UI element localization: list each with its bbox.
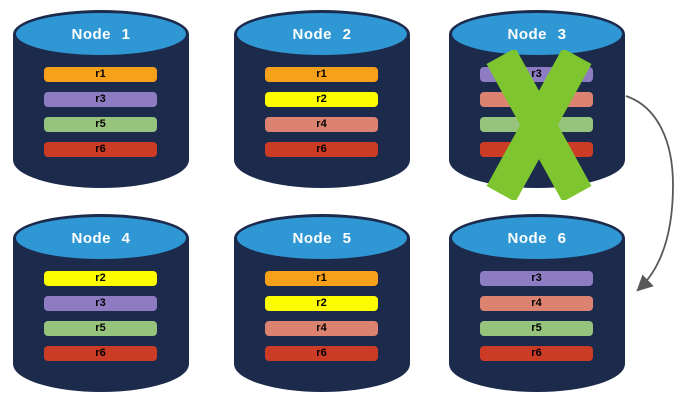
replica-list: r1 r2 r4 r6 — [265, 67, 378, 157]
replica-bar-r2: r2 — [265, 92, 378, 107]
replica-bar-r2: r2 — [265, 296, 378, 311]
replica-label: r2 — [316, 297, 327, 309]
replica-bar-r6: r6 — [44, 346, 157, 361]
replica-label: r5 — [531, 322, 542, 334]
node-title: Node 3 — [507, 25, 567, 43]
replica-bar-r3: r3 — [44, 296, 157, 311]
replica-label: r1 — [316, 68, 327, 80]
replica-bar-r4: r4 — [265, 321, 378, 336]
replica-label: r1 — [316, 272, 327, 284]
node-title: Node 5 — [292, 229, 352, 247]
cylinder-body — [13, 238, 189, 392]
cylinder-top: Node 5 — [234, 214, 410, 262]
cylinder-top: Node 2 — [234, 10, 410, 58]
replica-bar-r6: r6 — [44, 142, 157, 157]
replica-bar-r3: r3 — [44, 92, 157, 107]
replica-label: r6 — [531, 347, 542, 359]
replica-label: r3 — [95, 93, 106, 105]
replica-list: r1 r3 r5 r6 — [44, 67, 157, 157]
replica-label: r2 — [316, 93, 327, 105]
cylinder-top: Node 4 — [13, 214, 189, 262]
replica-bar-r4: r4 — [480, 296, 593, 311]
replica-label: r4 — [531, 297, 542, 309]
replica-bar-r5: r5 — [44, 117, 157, 132]
replica-bar-r1: r1 — [265, 67, 378, 82]
replica-list: r2 r3 r5 r6 — [44, 271, 157, 361]
replica-bar-r1: r1 — [265, 271, 378, 286]
replica-list: r1 r2 r4 r6 — [265, 271, 378, 361]
replica-label: r6 — [95, 347, 106, 359]
db-node-1: Node 1 r1 r3 r5 r6 — [13, 10, 189, 188]
replica-bar-r5: r5 — [44, 321, 157, 336]
replica-label: r4 — [316, 322, 327, 334]
replica-label: r3 — [531, 68, 542, 80]
node-title: Node 2 — [292, 25, 352, 43]
db-node-2: Node 2 r1 r2 r4 r6 — [234, 10, 410, 188]
replica-label: r3 — [95, 297, 106, 309]
replica-bar-r6: r6 — [265, 346, 378, 361]
node-title: Node 6 — [507, 229, 567, 247]
replica-label: r3 — [531, 272, 542, 284]
cylinder-top: Node 1 — [13, 10, 189, 58]
replica-bar-r3: r3 — [480, 271, 593, 286]
cylinder-body — [13, 34, 189, 188]
cylinder-body — [234, 238, 410, 392]
arrow-curve — [625, 95, 674, 292]
replica-list: r3 r4 r5 r6 — [480, 271, 593, 361]
replica-label: r6 — [316, 143, 327, 155]
node-title: Node 1 — [71, 25, 131, 43]
db-node-5: Node 5 r1 r2 r4 r6 — [234, 214, 410, 392]
replica-bar-r2: r2 — [44, 271, 157, 286]
failure-x-icon — [486, 50, 592, 200]
replica-label: r5 — [95, 322, 106, 334]
replica-label: r2 — [95, 272, 106, 284]
replica-bar-r4: r4 — [265, 117, 378, 132]
replica-bar-r6: r6 — [265, 142, 378, 157]
replica-label: r5 — [95, 118, 106, 130]
replica-label: r1 — [95, 68, 106, 80]
replica-bar-r6: r6 — [480, 346, 593, 361]
node-title: Node 4 — [71, 229, 131, 247]
cylinder-top: Node 3 — [449, 10, 625, 58]
cylinder-body — [234, 34, 410, 188]
replica-bar-r1: r1 — [44, 67, 157, 82]
replica-label: r4 — [316, 118, 327, 130]
db-node-6: Node 6 r3 r4 r5 r6 — [449, 214, 625, 392]
replica-label: r6 — [316, 347, 327, 359]
cylinder-body — [449, 238, 625, 392]
replica-label: r6 — [95, 143, 106, 155]
replica-bar-r5: r5 — [480, 321, 593, 336]
db-node-4: Node 4 r2 r3 r5 r6 — [13, 214, 189, 392]
cylinder-top: Node 6 — [449, 214, 625, 262]
